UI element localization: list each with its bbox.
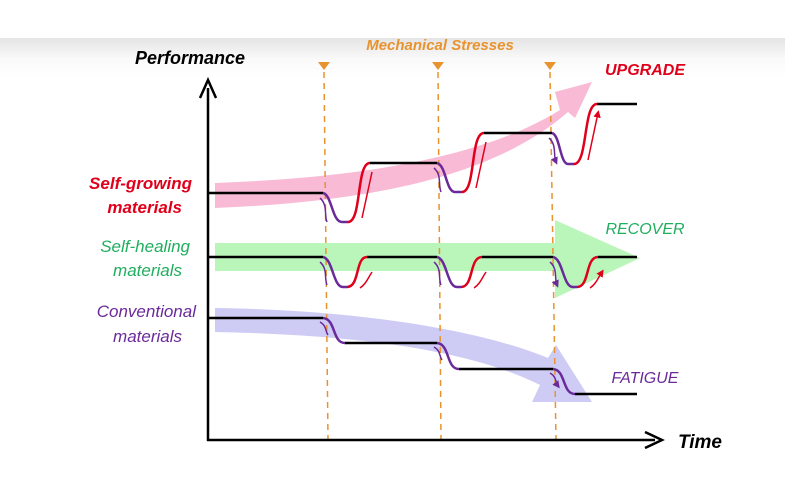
conventional-curve	[208, 316, 637, 396]
fatigue-band	[215, 308, 592, 402]
self-growing-label-1: Self-growing	[89, 174, 193, 193]
upgrade-band	[215, 82, 592, 208]
y-axis-label: Performance	[135, 48, 245, 68]
recover-band	[215, 220, 640, 298]
conventional-label-2: materials	[113, 327, 182, 346]
recover-label: RECOVER	[605, 221, 685, 238]
x-axis-label: Time	[678, 432, 722, 453]
self-growing-label-2: materials	[107, 198, 182, 217]
self-growing-curve	[208, 102, 637, 224]
upgrade-label: UPGRADE	[605, 62, 686, 79]
self-healing-label-2: materials	[113, 261, 182, 280]
fatigue-label: FATIGUE	[612, 370, 679, 387]
self-healing-curve	[208, 255, 637, 288]
stress-markers	[318, 62, 557, 441]
self-healing-label-1: Self-healing	[100, 237, 190, 256]
axes	[198, 76, 665, 450]
title: Mechanical Stresses	[366, 37, 514, 54]
conventional-label-1: Conventional	[97, 302, 197, 321]
